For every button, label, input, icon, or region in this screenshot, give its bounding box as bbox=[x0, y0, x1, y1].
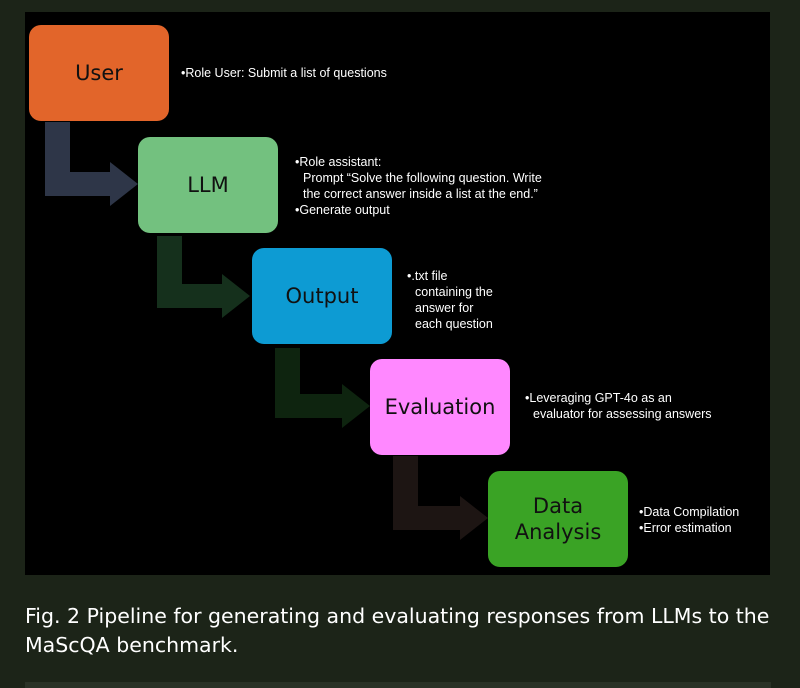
llm-note-line: •Generate output bbox=[295, 203, 390, 217]
data-analysis-note-line: •Error estimation bbox=[639, 521, 732, 535]
user-notes: •Role User: Submit a list of questions bbox=[181, 65, 387, 81]
llm-note-line: the correct answer inside a list at the … bbox=[303, 187, 538, 201]
output-note-line: answer for bbox=[415, 301, 474, 315]
output-note-line: containing the bbox=[415, 285, 493, 299]
page-bottom-divider bbox=[25, 682, 771, 688]
output-note-line: each question bbox=[415, 317, 493, 331]
output-label: Output bbox=[285, 283, 359, 308]
figure-caption: Fig. 2 Pipeline for generating and evalu… bbox=[25, 604, 770, 657]
evaluation-label: Evaluation bbox=[384, 394, 496, 419]
data-analysis-label-line: Analysis bbox=[514, 520, 602, 544]
user-box: User bbox=[29, 25, 169, 121]
data-analysis-note-line: •Data Compilation bbox=[639, 505, 740, 519]
llm-label: LLM bbox=[187, 172, 229, 197]
data-analysis-box: Data Analysis bbox=[488, 471, 628, 567]
data-analysis-label-line: Data bbox=[532, 493, 584, 518]
output-box: Output bbox=[252, 248, 392, 344]
user-note-line: •Role User: Submit a list of questions bbox=[181, 66, 387, 80]
arrow-user-to-llm bbox=[45, 122, 138, 206]
llm-notes: •Role assistant: Prompt “Solve the follo… bbox=[295, 154, 542, 218]
output-notes: •.txt file containing the answer for eac… bbox=[407, 268, 493, 332]
arrow-llm-to-output bbox=[157, 236, 250, 318]
output-note-line: •.txt file bbox=[407, 269, 448, 283]
arrow-evaluation-to-analysis bbox=[393, 456, 488, 540]
evaluation-note-line: evaluator for assessing answers bbox=[533, 407, 712, 421]
evaluation-notes: •Leveraging GPT-4o as an evaluator for a… bbox=[525, 390, 712, 422]
evaluation-note-line: •Leveraging GPT-4o as an bbox=[525, 391, 672, 405]
evaluation-box: Evaluation bbox=[370, 359, 510, 455]
arrow-output-to-evaluation bbox=[275, 348, 370, 428]
llm-note-line: •Role assistant: bbox=[295, 155, 382, 169]
data-analysis-notes: •Data Compilation •Error estimation bbox=[639, 504, 739, 536]
llm-box: LLM bbox=[138, 137, 278, 233]
user-label: User bbox=[75, 60, 123, 85]
llm-note-line: Prompt “Solve the following question. Wr… bbox=[303, 171, 542, 185]
